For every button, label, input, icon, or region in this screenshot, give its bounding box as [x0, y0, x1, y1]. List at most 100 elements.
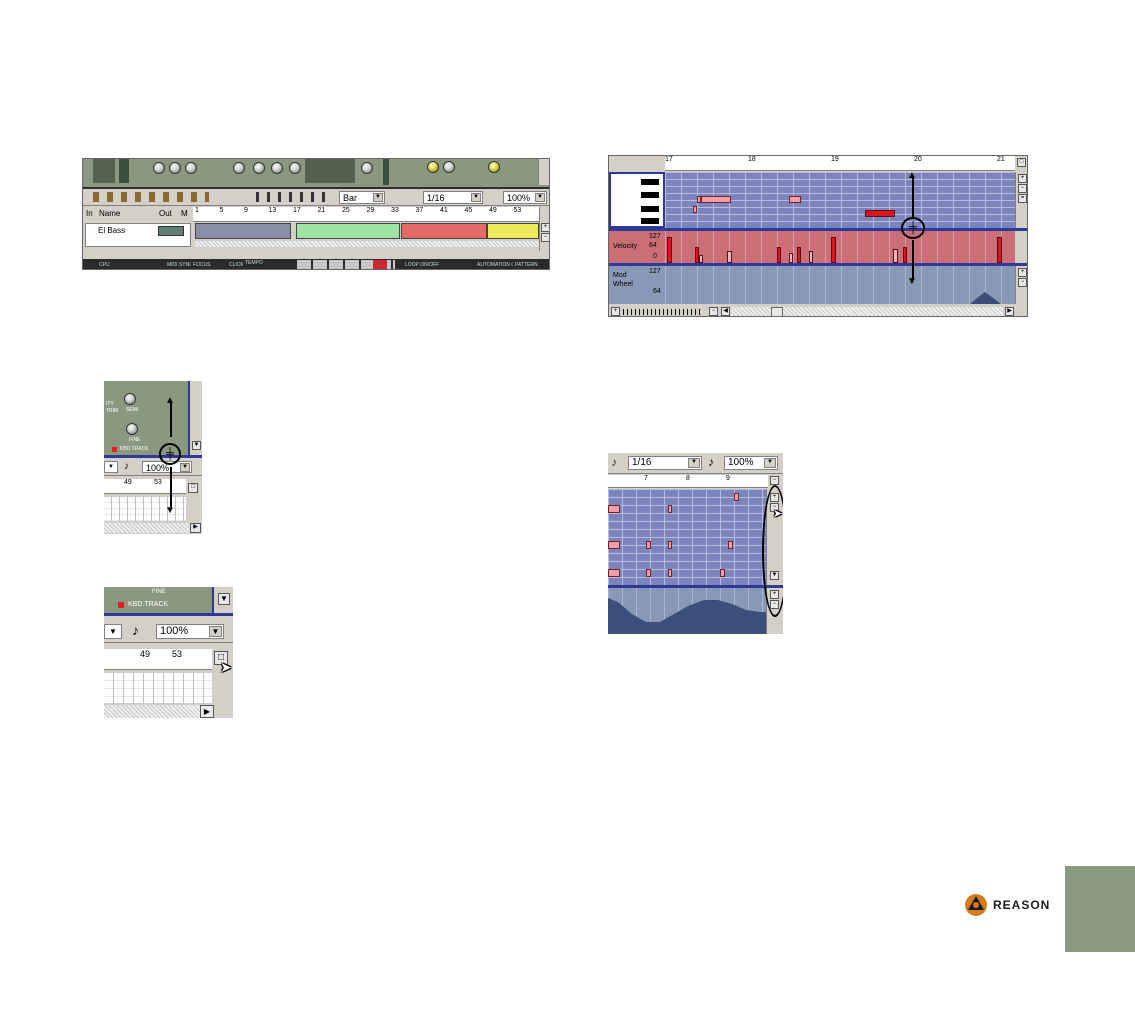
quantize-select-partial[interactable]: ▼ — [104, 461, 118, 473]
lane-vscroll[interactable]: + − — [1015, 266, 1027, 304]
cent-knob[interactable] — [289, 162, 301, 174]
note[interactable] — [668, 569, 672, 577]
semi-knob[interactable] — [271, 162, 283, 174]
semi-knob[interactable] — [124, 393, 136, 405]
res-knob[interactable] — [427, 161, 439, 173]
scroll-down-icon[interactable]: ▼ — [218, 593, 230, 605]
note[interactable] — [865, 210, 895, 217]
divider-bar[interactable] — [104, 455, 202, 458]
resolution-select[interactable]: Bar▼ — [339, 191, 385, 204]
note[interactable] — [701, 196, 731, 203]
scroll-down-icon[interactable]: ▼ — [192, 441, 201, 450]
velocity-bar[interactable] — [903, 247, 907, 263]
transport-buttons[interactable] — [297, 260, 395, 269]
lane-ruler[interactable]: 7 8 9 — [608, 475, 768, 488]
mod-knob[interactable] — [185, 162, 197, 174]
note[interactable] — [668, 505, 672, 513]
note-grid[interactable] — [608, 489, 766, 585]
note[interactable] — [608, 541, 620, 549]
track-name[interactable]: El Bass — [98, 226, 126, 235]
strength-select[interactable]: 100%▼ — [503, 191, 547, 204]
tool-icons[interactable] — [89, 192, 209, 202]
zoom-icon[interactable]: − — [770, 476, 779, 485]
focus[interactable]: FOCUS — [191, 261, 213, 269]
note[interactable] — [646, 569, 651, 577]
strength-select[interactable]: 100%▼ — [156, 624, 224, 639]
piano-keys[interactable] — [609, 172, 665, 228]
velocity-bar[interactable] — [809, 251, 813, 263]
note[interactable] — [608, 505, 620, 513]
fine-knob[interactable] — [126, 423, 138, 435]
pane-ruler[interactable]: 49 53 — [104, 479, 186, 494]
click-toggle[interactable]: CLICK — [227, 261, 246, 269]
velocity-bar[interactable] — [695, 247, 699, 263]
zoom-in-icon[interactable]: + — [611, 307, 620, 316]
velocity-lane[interactable] — [665, 231, 1015, 263]
kbd-track-led[interactable] — [112, 447, 117, 452]
zoom-out-icon[interactable]: − — [709, 307, 718, 316]
pattern-lane[interactable] — [195, 223, 539, 239]
note[interactable] — [608, 569, 620, 577]
divider-bar[interactable] — [104, 613, 233, 616]
scroll-left-icon[interactable]: ◀ — [721, 307, 730, 316]
volume-knob[interactable] — [488, 161, 500, 173]
zoom-out-icon[interactable]: = — [1018, 194, 1027, 203]
octave-knob[interactable] — [253, 162, 265, 174]
vol-knob[interactable] — [361, 162, 373, 174]
hscroll-track[interactable] — [104, 705, 200, 718]
pattern-shuffle[interactable]: PATTERN SHUFFLE — [513, 261, 549, 269]
note[interactable] — [734, 493, 739, 501]
quantize-icon[interactable]: ♪ — [611, 455, 617, 469]
velocity-bar[interactable] — [831, 237, 836, 263]
velocity-bar[interactable] — [727, 251, 732, 263]
zoom-in-icon[interactable]: + — [1018, 268, 1027, 277]
note-vscroll[interactable]: + − = — [1015, 172, 1027, 228]
note[interactable] — [720, 569, 725, 577]
hscroll-track[interactable] — [104, 523, 190, 533]
note[interactable] — [693, 206, 697, 213]
select-tools[interactable] — [253, 192, 333, 202]
zoom-in-icon[interactable]: + — [541, 223, 549, 232]
kbd-track-led[interactable] — [118, 602, 124, 608]
divider-bar[interactable] — [609, 263, 1027, 266]
mod-wheel-lane[interactable] — [665, 266, 1015, 304]
note[interactable] — [728, 541, 733, 549]
scroll-right-icon[interactable]: ▶ — [200, 705, 214, 718]
freq-knob[interactable] — [443, 161, 455, 173]
shift2-knob[interactable] — [233, 162, 245, 174]
zoom-out-icon[interactable]: − — [1018, 184, 1027, 193]
scroll-right-icon[interactable]: ▶ — [190, 523, 201, 533]
zoom-slider[interactable] — [623, 309, 703, 315]
scroll-right-icon[interactable]: ▶ — [1005, 307, 1014, 316]
velocity-bar[interactable] — [789, 253, 793, 263]
zoom-out-icon[interactable]: − — [1018, 278, 1027, 287]
out-select[interactable] — [158, 226, 184, 236]
zoom-icon[interactable]: □ — [188, 483, 198, 493]
zoom-ruler[interactable]: 49 53 — [104, 649, 212, 670]
quantize-select-partial[interactable]: ▼ — [104, 624, 122, 639]
automation-override[interactable]: AUTOMATION OVERRIDE — [475, 261, 540, 269]
velocity-bar[interactable] — [893, 249, 898, 263]
note-grid[interactable] — [665, 172, 1015, 228]
zoom-in-icon[interactable]: + — [1018, 174, 1027, 183]
shift-knob[interactable] — [153, 162, 165, 174]
divider-bar[interactable] — [608, 585, 783, 588]
velocity-bar[interactable] — [997, 237, 1002, 263]
main-vscroll[interactable]: + − — [539, 207, 549, 251]
record-button[interactable] — [373, 260, 387, 269]
hscroll-thumb[interactable] — [771, 307, 783, 316]
mod-wheel-lane[interactable] — [608, 588, 766, 634]
filter-knob[interactable] — [169, 162, 181, 174]
divider-bar[interactable] — [609, 228, 1027, 231]
zoom-icon[interactable]: □ — [1017, 158, 1026, 167]
strength-select[interactable]: 100%▼ — [142, 461, 192, 473]
velocity-bar[interactable] — [797, 247, 801, 263]
loop-toggle[interactable]: LOOP ON/OFF — [403, 261, 442, 269]
velocity-bar[interactable] — [777, 247, 781, 263]
tempo[interactable]: TEMPO — [243, 259, 265, 267]
note[interactable] — [668, 541, 672, 549]
note[interactable] — [697, 196, 701, 203]
zoom-out-icon[interactable]: − — [541, 233, 549, 242]
